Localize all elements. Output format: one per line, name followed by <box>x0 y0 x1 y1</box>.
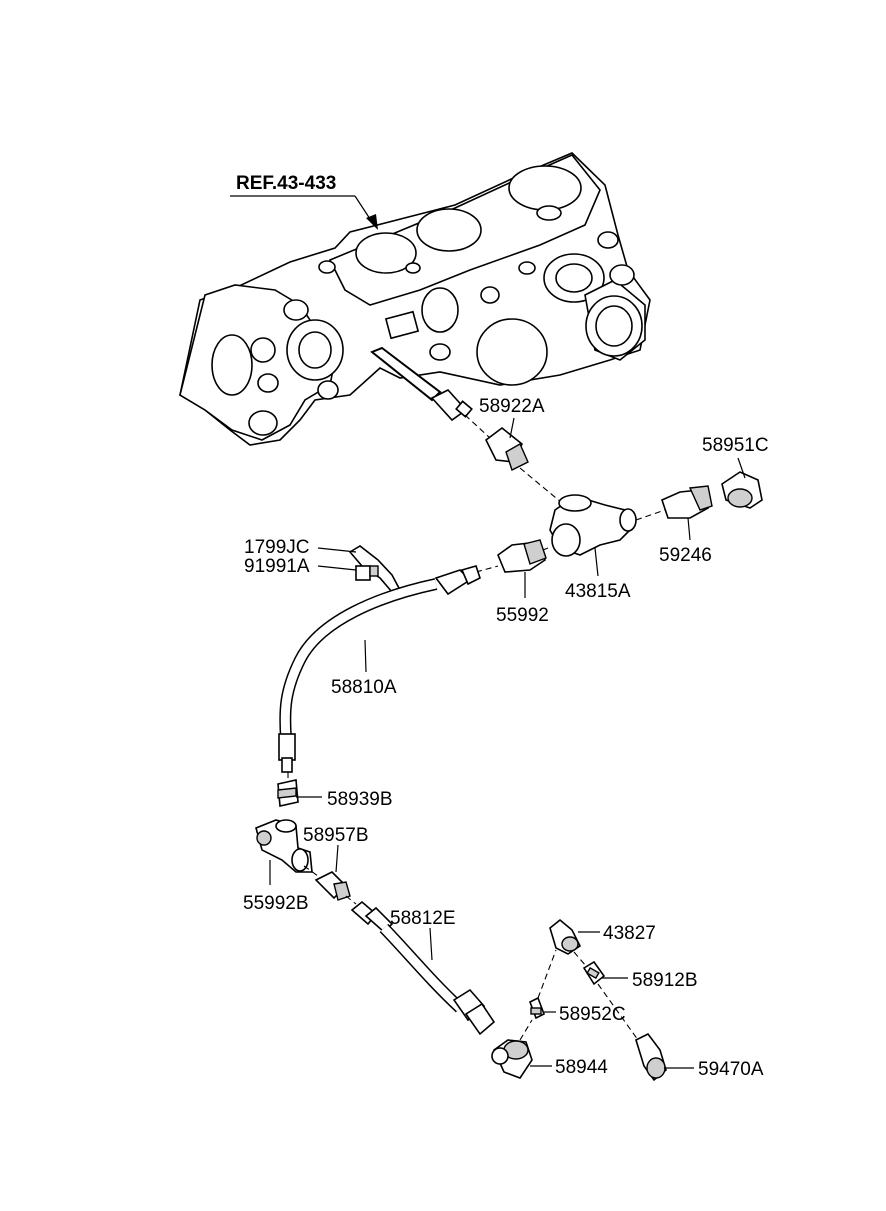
label-55992[interactable]: 55992 <box>496 605 549 626</box>
label-58944[interactable]: 58944 <box>555 1057 608 1078</box>
hose-58812E <box>350 900 496 1036</box>
elbow-58944 <box>491 1039 533 1079</box>
transmission-case <box>179 152 651 446</box>
clip-1799JC <box>348 545 402 593</box>
tee-55992B <box>255 819 313 873</box>
fitting-58939B <box>277 779 299 807</box>
label-58951C[interactable]: 58951C <box>702 435 769 456</box>
label-59470A[interactable]: 59470A <box>698 1059 764 1080</box>
label-58912B[interactable]: 58912B <box>632 970 698 991</box>
label-58812E[interactable]: 58812E <box>390 908 456 929</box>
label-59246[interactable]: 59246 <box>659 545 712 566</box>
elbow-59470A <box>635 1032 667 1082</box>
label-1799JC[interactable]: 1799JC <box>244 537 310 558</box>
label-43815A[interactable]: 43815A <box>565 581 631 602</box>
fitting-58912B <box>582 960 606 986</box>
fitting-59246 <box>661 485 713 519</box>
tee-43815A <box>549 494 637 557</box>
label-91991A[interactable]: 91991A <box>244 556 310 577</box>
label-58810A[interactable]: 58810A <box>331 677 397 698</box>
label-58939B[interactable]: 58939B <box>327 789 393 810</box>
outlet-pipe <box>370 346 442 402</box>
elbow-43827 <box>549 918 582 955</box>
hose-58810A <box>278 565 481 773</box>
label-58922A[interactable]: 58922A <box>479 396 545 417</box>
fitting-58952C <box>528 996 546 1020</box>
fitting-58922A <box>484 426 529 471</box>
reference-arrow-head <box>366 214 378 230</box>
label-55992B[interactable]: 55992B <box>243 893 309 914</box>
fitting-58957B <box>314 871 351 901</box>
label-58952C[interactable]: 58952C <box>559 1004 626 1025</box>
reference-label[interactable]: REF.43-433 <box>236 173 336 194</box>
elbow-58951C <box>721 471 763 509</box>
fitting-55992 <box>497 539 547 573</box>
label-58957B[interactable]: 58957B <box>303 825 369 846</box>
label-43827[interactable]: 43827 <box>603 923 656 944</box>
case-outlet-fitting <box>430 389 473 422</box>
